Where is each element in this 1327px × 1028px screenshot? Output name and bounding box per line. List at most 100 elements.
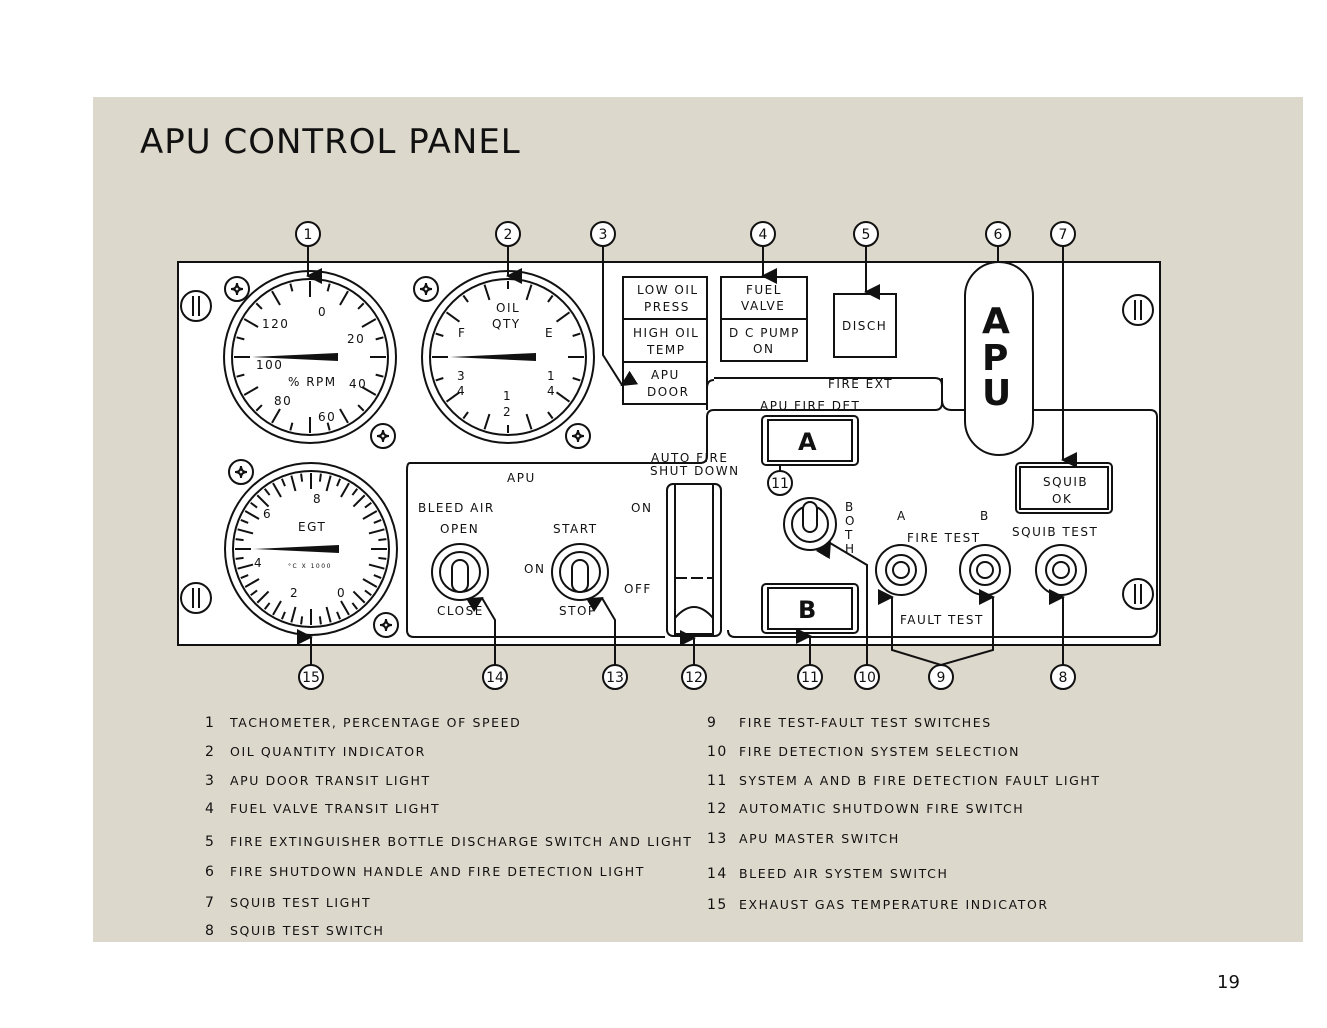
- legend-number: 9: [707, 715, 717, 731]
- gauge-tick: [352, 590, 366, 604]
- apu-section-label: APU: [507, 471, 536, 485]
- gauge-tick: [290, 475, 297, 492]
- callout-marker: 4: [750, 221, 776, 247]
- squib-ok-light: SQUIB OK: [1015, 462, 1113, 514]
- legend-number: 15: [707, 897, 728, 913]
- gauge-needle: [253, 545, 339, 553]
- gauge-tick: [368, 563, 385, 570]
- stop-label: STOP: [559, 604, 597, 618]
- legend-number: 4: [205, 801, 215, 817]
- callout-marker: 7: [1050, 221, 1076, 247]
- gauge-tick: [361, 386, 377, 396]
- rpm-gauge: [223, 270, 397, 444]
- callout-number: 8: [1059, 670, 1068, 686]
- auto-fire-shutdown-switch[interactable]: [666, 483, 722, 637]
- gauge-tick: [240, 574, 249, 580]
- gauge-tick: [289, 283, 294, 292]
- rpm-tick-label: 60: [318, 410, 336, 424]
- apu-section-outline: [406, 378, 1158, 638]
- fire-test-a-switch[interactable]: [875, 544, 927, 596]
- gauge-tick: [336, 611, 342, 620]
- gauge-tick: [240, 518, 249, 524]
- egt-tick-label: 8: [313, 492, 322, 506]
- legend-number: 12: [707, 801, 728, 817]
- gauge-tick: [244, 510, 260, 520]
- panel-screw-icon: [1122, 578, 1154, 610]
- callout-marker: 13: [602, 664, 628, 690]
- legend-text: SQUIB TEST LIGHT: [230, 895, 371, 910]
- legend-text: APU MASTER SWITCH: [739, 831, 900, 846]
- gauge-tick: [483, 413, 491, 430]
- rpm-tick-label: 20: [347, 332, 365, 346]
- bleed-air-toggle[interactable]: [431, 543, 489, 601]
- callout-number: 11: [801, 670, 819, 686]
- callout-number: 9: [937, 670, 946, 686]
- fire-test-label: FIRE TEST: [907, 531, 981, 545]
- page-title: APU CONTROL PANEL: [140, 122, 521, 162]
- egt-tick-label: 4: [254, 556, 263, 570]
- callout-marker: 11: [797, 664, 823, 690]
- gauge-tick: [271, 408, 281, 424]
- callout-marker: 11: [767, 470, 793, 496]
- fire-test-b-switch[interactable]: [959, 544, 1011, 596]
- callout-marker: 2: [495, 221, 521, 247]
- legend-number: 14: [707, 866, 728, 882]
- start-label: START: [553, 522, 598, 536]
- rpm-tick-label: 0: [318, 305, 327, 319]
- fire-shutdown-handle[interactable]: A P U: [964, 261, 1034, 456]
- gauge-tick: [250, 501, 258, 509]
- shut-down-label: SHUT DOWN: [650, 464, 740, 478]
- gauge-tick: [271, 290, 281, 306]
- legend-text: TACHOMETER, PERCENTAGE OF SPEED: [229, 715, 521, 730]
- gauge-tick: [250, 589, 258, 597]
- oil-empty: E: [545, 326, 554, 340]
- gauge-mount-screw-icon: [565, 423, 591, 449]
- rpm-tick-label: 120: [262, 317, 289, 331]
- auto-on-label: ON: [631, 501, 652, 515]
- gauge-tick: [378, 538, 387, 542]
- fuel-light-stack: FUEL VALVE D C PUMP ON: [720, 276, 808, 362]
- oil-one: 1: [547, 369, 556, 383]
- gauge-needle: [252, 353, 338, 361]
- callout-number: 3: [599, 227, 608, 243]
- legend-number: 6: [205, 864, 215, 880]
- gauge-tick: [290, 606, 297, 623]
- gauge-tick: [373, 518, 382, 524]
- gauge-tick: [236, 373, 245, 378]
- gauge-tick: [572, 377, 581, 382]
- gauge-tick: [364, 501, 372, 509]
- callout-marker: 3: [590, 221, 616, 247]
- det-b-letter: B: [798, 596, 818, 624]
- gauge-tick: [263, 602, 271, 610]
- gauge-tick: [445, 311, 461, 323]
- gauge-tick: [375, 336, 384, 341]
- disch-button[interactable]: DISCH: [833, 293, 897, 358]
- apu-master-toggle[interactable]: [551, 543, 609, 601]
- gauge-tick: [555, 311, 571, 323]
- egt-unit: °C X 1000: [288, 563, 332, 570]
- gauge-tick: [289, 422, 294, 431]
- gauge-tick: [237, 563, 254, 570]
- gauge-tick: [572, 332, 581, 337]
- oil-qty-gauge: [421, 270, 595, 444]
- gauge-tick: [375, 373, 384, 378]
- gauge-tick: [326, 422, 331, 431]
- gauge-tick: [547, 411, 554, 420]
- squib-test-switch[interactable]: [1035, 544, 1087, 596]
- gauge-mount-screw-icon: [373, 612, 399, 638]
- gauge-tick: [525, 284, 533, 301]
- fire-ext-label: FIRE EXT: [828, 377, 893, 391]
- both-o: O: [845, 514, 856, 528]
- gauge-tick: [326, 283, 331, 292]
- rpm-tick-label: 40: [349, 377, 367, 391]
- gauge-tick: [244, 578, 260, 588]
- callout-marker: 14: [482, 664, 508, 690]
- legend-text: BLEED AIR SYSTEM SWITCH: [739, 866, 948, 881]
- fire-det-selector-toggle[interactable]: [783, 497, 837, 551]
- both-h: H: [845, 542, 856, 556]
